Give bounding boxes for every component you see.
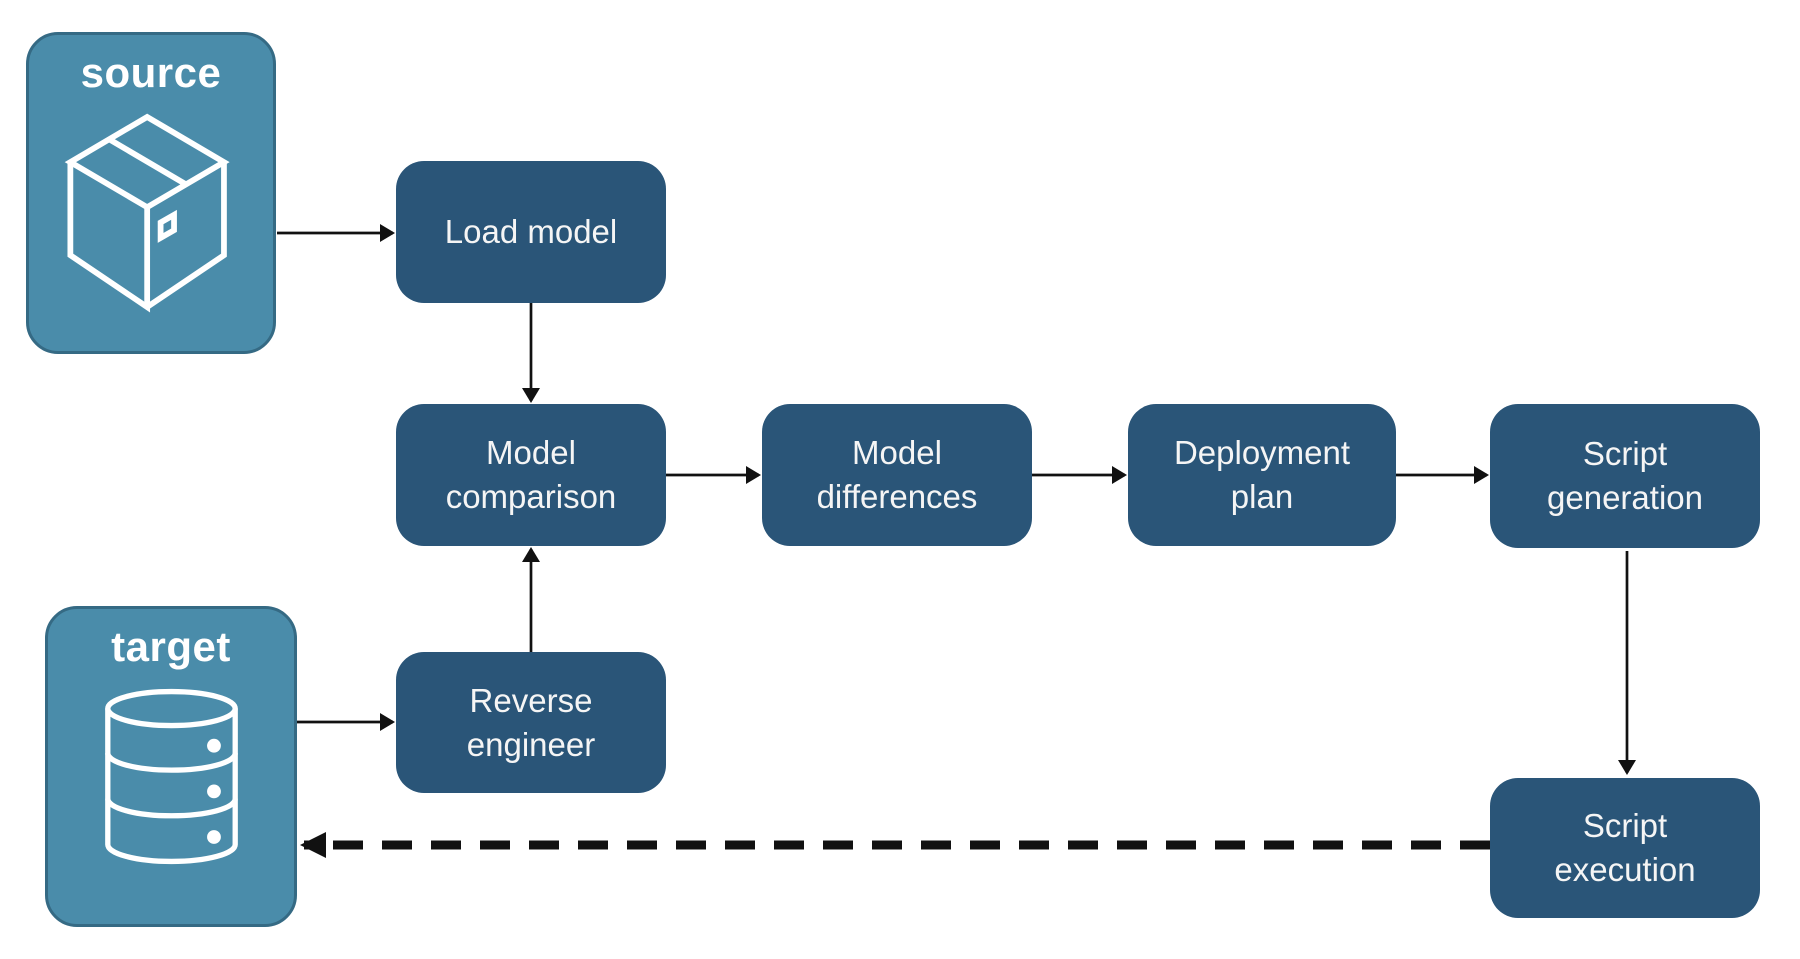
node-reverse-engineer: Reverse engineer (396, 652, 666, 793)
node-script-execution: Script execution (1490, 778, 1760, 918)
target-label: target (111, 623, 231, 670)
node-deployment-plan: Deployment plan (1128, 404, 1396, 546)
model-differences-label: Model differences (816, 434, 978, 515)
deployment-plan-label: Deployment plan (1173, 434, 1351, 515)
script-execution-label: Script execution (1554, 807, 1696, 888)
node-source: source (26, 32, 276, 354)
node-load-model: Load model (396, 161, 666, 303)
node-target: target (45, 606, 297, 927)
node-script-generation: Script generation (1490, 404, 1760, 548)
load-model-label: Load model (444, 213, 618, 251)
reverse-engineer-label: Reverse engineer (466, 681, 596, 763)
package-icon (64, 113, 230, 313)
node-model-differences: Model differences (762, 404, 1032, 546)
source-label: source (80, 49, 222, 96)
node-model-comparison: Model comparison (396, 404, 666, 546)
model-comparison-label: Model comparison (445, 434, 617, 515)
database-icon (104, 688, 238, 865)
script-generation-label: Script generation (1547, 435, 1703, 516)
